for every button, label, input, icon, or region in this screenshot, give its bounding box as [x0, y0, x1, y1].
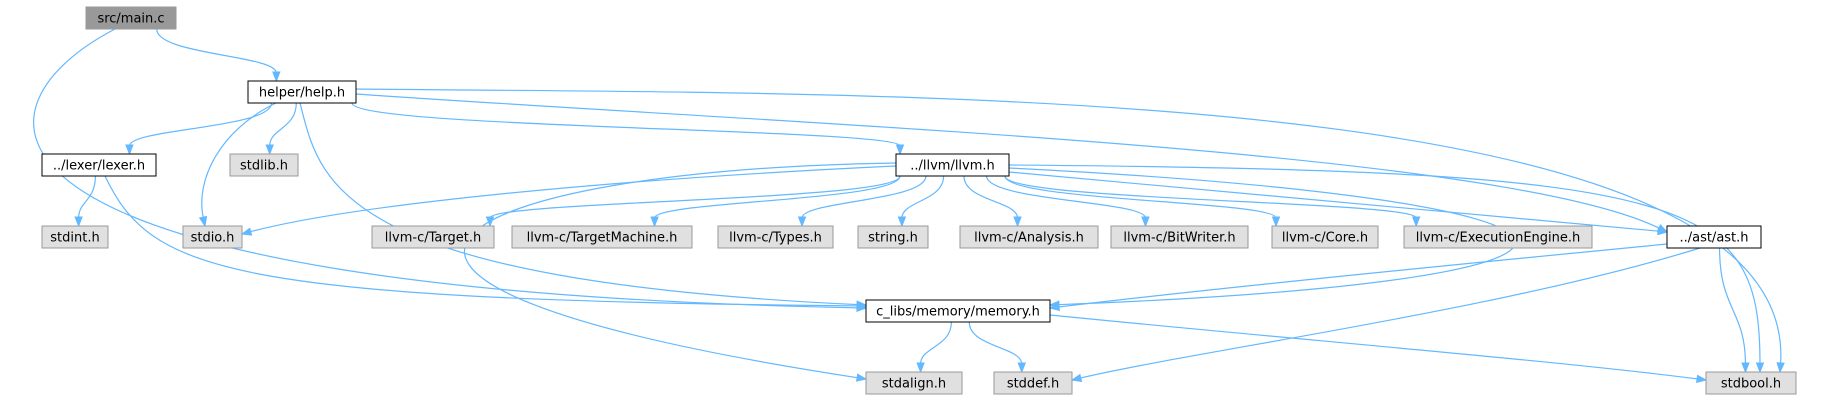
node-box	[1403, 225, 1593, 249]
node-label: string.h	[868, 231, 918, 246]
node-main[interactable]: src/main.c	[85, 6, 177, 30]
node-stdalign: stdalign.h	[865, 371, 963, 395]
node-label: llvm-c/Core.h	[1282, 231, 1368, 246]
node-box	[895, 153, 1010, 177]
node-label: stdio.h	[191, 231, 235, 246]
node-label: ../llvm/llvm.h	[910, 159, 995, 174]
node-target: llvm-c/Target.h	[371, 225, 495, 249]
node-llvm[interactable]: ../llvm/llvm.h	[895, 153, 1010, 177]
edge-llvm-to-target	[485, 175, 901, 228]
node-box	[865, 299, 1051, 323]
node-stdbool: stdbool.h	[1705, 371, 1797, 395]
node-label: ../ast/ast.h	[1679, 231, 1748, 246]
node-ast[interactable]: ../ast/ast.h	[1666, 225, 1762, 249]
node-label: c_libs/memory/memory.h	[876, 305, 1040, 320]
node-box	[1666, 225, 1762, 249]
node-box	[511, 225, 693, 249]
edge-memory-to-stddef	[968, 321, 1026, 374]
node-analysis: llvm-c/Analysis.h	[959, 225, 1099, 249]
edge-ast-to-stddef	[1070, 247, 1701, 382]
edge-llvm-to-stdbool	[1008, 164, 1765, 374]
edge-help-to-stdlib	[265, 102, 297, 156]
node-label: src/main.c	[97, 12, 164, 27]
edge-llvm-to-stdio	[240, 165, 897, 236]
edge-llvm-to-types	[797, 175, 927, 228]
node-label: helper/help.h	[259, 86, 345, 101]
node-label: llvm-c/Analysis.h	[974, 231, 1084, 246]
node-box	[85, 6, 177, 30]
node-label: stdlib.h	[240, 159, 288, 174]
node-memory[interactable]: c_libs/memory/memory.h	[865, 299, 1051, 323]
edge-ast-to-stdbool	[1718, 247, 1750, 374]
edge-llvm-to-ast	[1008, 171, 1669, 236]
node-box	[1110, 225, 1249, 249]
node-box	[717, 225, 834, 249]
node-label: ../lexer/lexer.h	[53, 159, 145, 174]
edge-help-to-ast	[355, 93, 1669, 233]
node-string: string.h	[857, 225, 929, 249]
node-label: llvm-c/Target.h	[385, 231, 481, 246]
node-label: stdalign.h	[882, 377, 946, 392]
node-targetmachine: llvm-c/TargetMachine.h	[511, 225, 693, 249]
node-box	[857, 225, 929, 249]
edge-main-to-help	[156, 28, 281, 83]
node-box	[182, 225, 243, 249]
node-label: stddef.h	[1007, 377, 1059, 392]
node-label: llvm-c/Types.h	[729, 231, 822, 246]
node-label: stdbool.h	[1721, 377, 1781, 392]
edge-help-to-lexer	[125, 102, 273, 156]
node-box	[1705, 371, 1797, 395]
edge-lexer-to-stdint	[74, 175, 96, 228]
edge-memory-to-stdalign	[916, 321, 952, 374]
node-stdint: stdint.h	[41, 225, 109, 249]
node-stddef: stddef.h	[993, 371, 1073, 395]
edge-llvm-to-stdalign	[463, 162, 897, 382]
node-label: llvm-c/TargetMachine.h	[527, 231, 678, 246]
edge-llvm-to-targetmachine	[650, 175, 901, 228]
edge-lexer-to-memory	[104, 175, 868, 311]
node-help[interactable]: helper/help.h	[247, 80, 357, 104]
node-label: stdint.h	[50, 231, 99, 246]
edge-memory-to-stdbool	[1049, 314, 1708, 383]
node-execengine: llvm-c/ExecutionEngine.h	[1403, 225, 1593, 249]
node-box	[371, 225, 495, 249]
node-lexer[interactable]: ../lexer/lexer.h	[41, 153, 157, 177]
node-box	[865, 371, 963, 395]
edge-llvm-to-string	[897, 175, 945, 228]
node-box	[41, 225, 109, 249]
edge-help-to-llvm	[351, 102, 905, 156]
edge-llvm-to-analysis	[963, 175, 1022, 228]
edge-llvm-to-bitwriter	[985, 175, 1150, 228]
edge-help-to-stdbool	[355, 88, 1785, 374]
node-box	[41, 153, 157, 177]
node-box	[247, 80, 357, 104]
edge-ast-to-memory	[1048, 243, 1668, 312]
edge-llvm-to-core	[1004, 175, 1281, 228]
node-label: llvm-c/ExecutionEngine.h	[1416, 231, 1581, 246]
node-stdio: stdio.h	[182, 225, 243, 249]
node-core: llvm-c/Core.h	[1271, 225, 1379, 249]
node-box	[993, 371, 1073, 395]
node-types: llvm-c/Types.h	[717, 225, 834, 249]
nodes-layer: src/main.c helper/help.h ../lexer/lexer.h s…	[41, 6, 1797, 395]
node-stdlib: stdlib.h	[229, 153, 299, 177]
node-label: llvm-c/BitWriter.h	[1123, 231, 1235, 246]
node-bitwriter: llvm-c/BitWriter.h	[1110, 225, 1249, 249]
edge-llvm-to-execengine	[1004, 175, 1421, 228]
edge-help-to-stdio	[198, 102, 277, 228]
node-box	[229, 153, 299, 177]
edges-layer	[33, 28, 1785, 383]
node-box	[959, 225, 1099, 249]
node-box	[1271, 225, 1379, 249]
